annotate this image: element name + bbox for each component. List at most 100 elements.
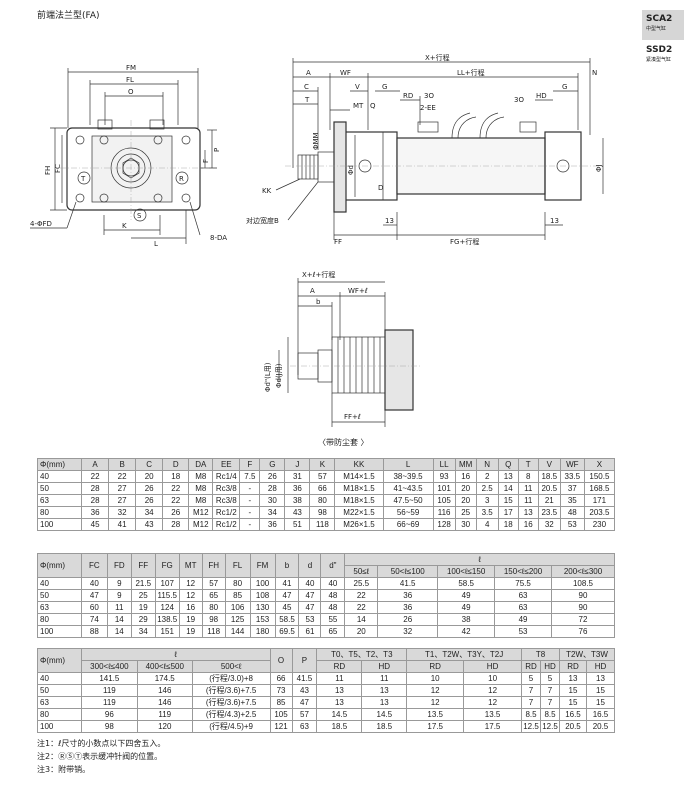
- label-t: T: [80, 175, 86, 183]
- table-cell: 11: [361, 672, 408, 685]
- label-r: R: [179, 175, 184, 183]
- table-cell: 146: [136, 696, 193, 709]
- dust-cover-caption: 〈带防尘套 〉: [318, 438, 369, 447]
- column-header: J: [284, 458, 311, 471]
- table-cell: 7: [521, 684, 542, 697]
- table-cell: 27: [108, 482, 137, 495]
- table-cell: 80: [37, 613, 82, 626]
- table-cell: 12.5: [540, 720, 560, 733]
- table-cell: 14: [497, 482, 519, 495]
- table-cell: 20: [454, 482, 477, 495]
- table-cell: 121: [269, 720, 293, 733]
- table-cell: 22: [81, 470, 110, 483]
- table-cell: 47: [274, 589, 300, 602]
- table-cell: 125: [224, 613, 251, 626]
- table-cell: 66: [269, 672, 293, 685]
- table-cell: 53: [298, 613, 322, 626]
- table-cell: 80: [201, 601, 226, 614]
- table-cell: 33.5: [559, 470, 585, 483]
- table-cell: 20: [454, 494, 477, 507]
- table-cell: 98: [309, 506, 336, 519]
- table-cell: 25: [130, 589, 156, 602]
- column-header: FF: [130, 553, 156, 578]
- label-q: Q: [370, 102, 376, 110]
- table-cell: 14: [106, 625, 132, 638]
- column-header: P: [291, 648, 318, 673]
- table-cell: 16: [178, 601, 203, 614]
- label-width: 对边宽度B: [246, 216, 279, 225]
- table-cell: 13: [517, 506, 539, 519]
- column-header: HD: [540, 660, 560, 673]
- table-cell: 20.5: [537, 482, 561, 495]
- table-cell: 20.5: [585, 720, 616, 733]
- column-header: HD: [463, 660, 523, 673]
- table-cell: 16: [454, 470, 477, 483]
- table-cell: 119: [136, 708, 193, 721]
- table-cell: 119: [80, 684, 138, 697]
- label-x2: X+ℓ+行程: [302, 270, 335, 279]
- table-cell: 230: [583, 518, 616, 531]
- column-header: RD: [521, 660, 542, 673]
- table-cell: 118: [309, 518, 336, 531]
- label-o: O: [128, 88, 134, 96]
- table-cell: 43: [291, 684, 318, 697]
- column-header: 200<ℓ≤300: [551, 565, 615, 578]
- table-cell: 9: [106, 589, 132, 602]
- column-header: ℓ: [80, 648, 271, 661]
- table-cell: M8: [188, 494, 214, 507]
- column-header: HD: [361, 660, 408, 673]
- table-cell: 12: [406, 696, 465, 709]
- table-cell: 13.5: [406, 708, 465, 721]
- table-cell: 18: [497, 518, 519, 531]
- table-cell: 41.5: [291, 672, 318, 685]
- table-cell: 15: [559, 696, 587, 709]
- side-tab-sca2[interactable]: SCA2 中型气缸: [642, 10, 684, 40]
- table-cell: 100: [37, 720, 82, 733]
- table-cell: 120: [136, 720, 193, 733]
- table-cell: 3: [475, 494, 499, 507]
- column-header: RD: [316, 660, 363, 673]
- table-cell: 66: [309, 482, 336, 495]
- table-cell: 49: [494, 613, 552, 626]
- table-cell: 15: [497, 494, 519, 507]
- table-cell: 43: [135, 518, 164, 531]
- column-header: G: [259, 458, 286, 471]
- table-cell: 53: [494, 625, 552, 638]
- table-cell: 12: [178, 589, 203, 602]
- column-header: 400<ℓ≤500: [136, 660, 193, 673]
- column-header: HD: [585, 660, 616, 673]
- table-cell: 14.5: [316, 708, 363, 721]
- table-cell: 40: [37, 672, 82, 685]
- table-cell: 12.5: [521, 720, 542, 733]
- table-cell: 63: [291, 720, 318, 733]
- label-da: 8-DA: [210, 234, 227, 242]
- side-tab-ssd2[interactable]: SSD2 紧凑型气缸: [642, 45, 672, 63]
- label-d: D: [378, 184, 383, 192]
- table-cell: 13: [559, 672, 587, 685]
- table-cell: 36: [377, 601, 439, 614]
- table-cell: 13: [361, 684, 408, 697]
- table-cell: 22: [344, 601, 379, 614]
- table-cell: 11: [517, 482, 539, 495]
- label-t2: T: [304, 96, 310, 104]
- column-header: Q: [497, 458, 519, 471]
- table-cell: Rc1/2: [212, 506, 241, 519]
- table-cell: 16: [517, 518, 539, 531]
- table-cell: 18.5: [361, 720, 408, 733]
- table-cell: 45: [274, 601, 300, 614]
- table-cell: 45: [81, 518, 110, 531]
- table-cell: 66~69: [382, 518, 434, 531]
- column-header: 300<ℓ≤400: [80, 660, 138, 673]
- table-cell: 19: [178, 613, 203, 626]
- column-header: V: [537, 458, 561, 471]
- table-cell: 100: [249, 577, 276, 590]
- column-header: FH: [201, 553, 226, 578]
- table-cell: (行程/3.6)+7.5: [191, 684, 271, 697]
